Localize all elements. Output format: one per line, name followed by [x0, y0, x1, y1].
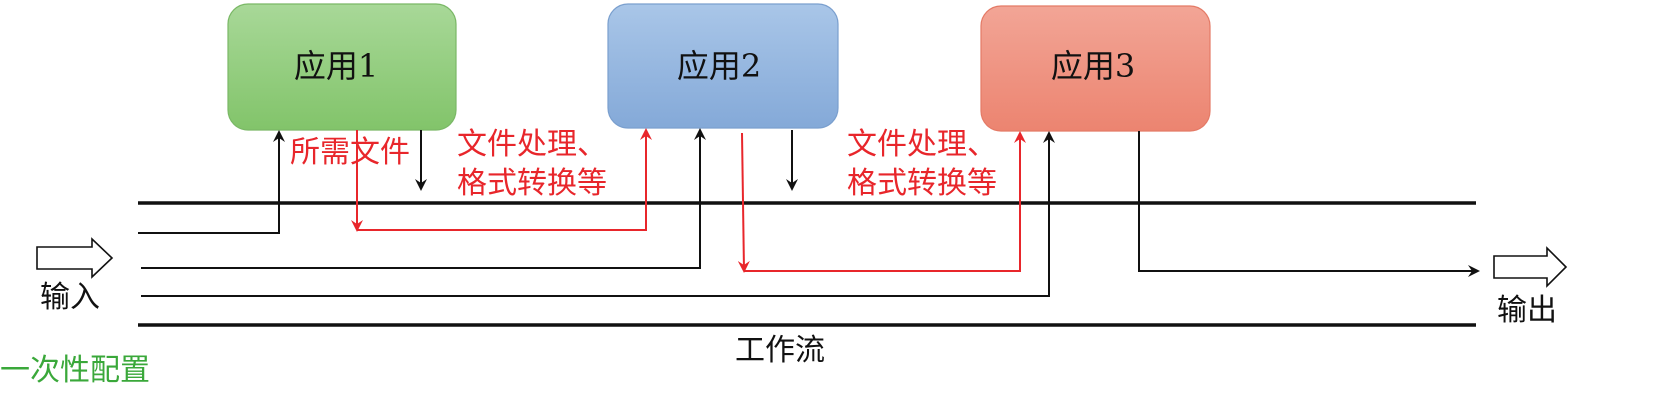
- processing-1-label-line2: 格式转换等: [457, 166, 607, 201]
- required-files-label: 所需文件: [290, 135, 410, 170]
- app-2-label: 应用2: [677, 47, 761, 85]
- input-to-app-1-arrow: [138, 130, 285, 234]
- app-1-box: 应用1: [227, 3, 457, 131]
- app-3-label: 应用3: [1051, 47, 1135, 85]
- output-label: 输出: [1497, 293, 1557, 328]
- app-3-box: 应用3: [980, 5, 1211, 132]
- processing-2-label-line1: 文件处理、: [847, 127, 997, 162]
- workflow-label: 工作流: [735, 333, 825, 368]
- input-label: 输入: [40, 280, 100, 315]
- app-1-label: 应用1: [294, 47, 378, 85]
- processing-1-arrow: [357, 128, 652, 231]
- config-label: 一次性配置: [0, 353, 150, 388]
- processing-2-arrow: [744, 131, 1026, 272]
- app-3-to-output-arrow: [1138, 131, 1480, 277]
- processing-2-label-line2: 格式转换等: [847, 166, 997, 201]
- output-hollow-arrow-icon: [1493, 246, 1568, 288]
- app-2-box: 应用2: [607, 3, 839, 129]
- processing-1-label-line1: 文件处理、: [457, 127, 607, 162]
- input-hollow-arrow-icon: [36, 237, 114, 279]
- input-to-app-2-arrow: [141, 128, 706, 269]
- app-2-red-down-arrow: [737, 132, 750, 273]
- input-to-app-3-arrow: [141, 131, 1055, 297]
